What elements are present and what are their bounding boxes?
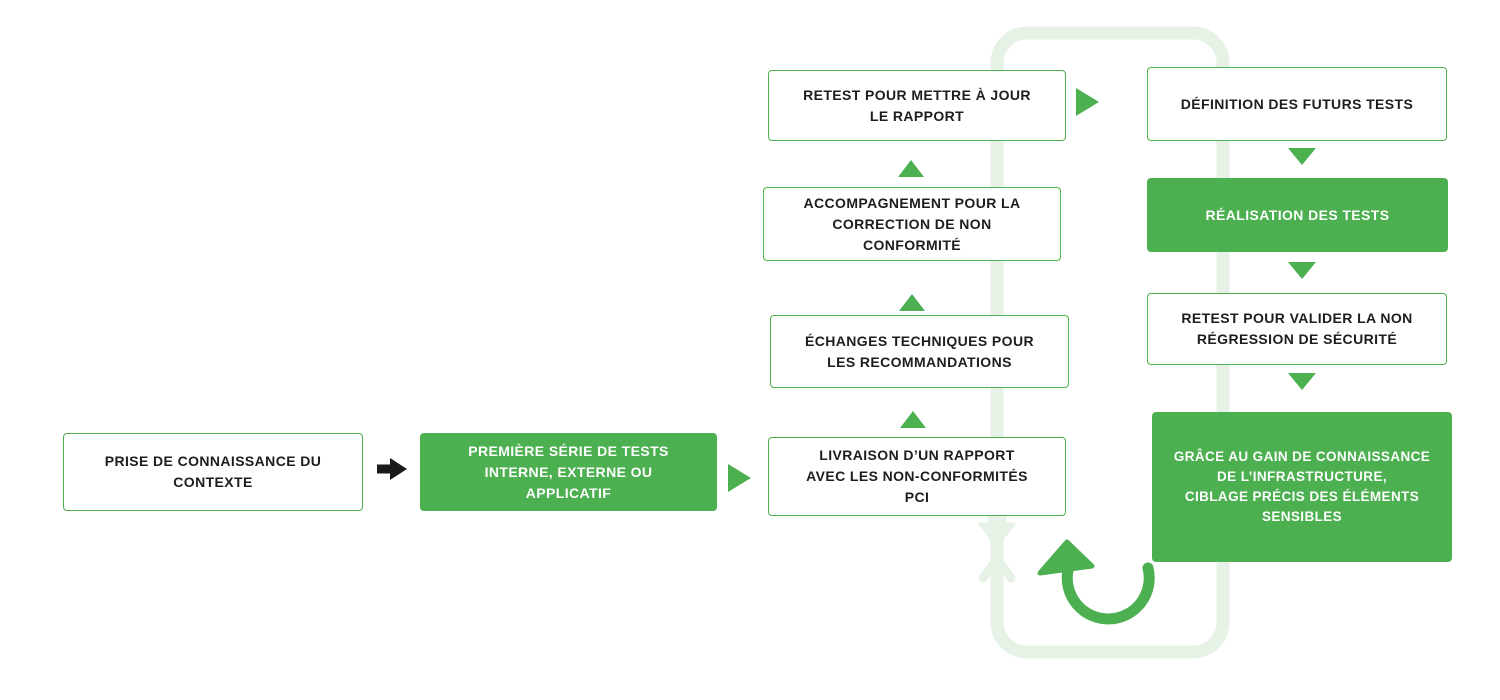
triangle-right-icon bbox=[1076, 88, 1099, 116]
triangle-down-icon bbox=[1288, 148, 1316, 165]
curved-refresh-arrow-icon bbox=[1061, 562, 1155, 625]
triangle-up-icon bbox=[900, 411, 926, 428]
faint-down-arrow-icon bbox=[978, 514, 1016, 548]
triangle-down-icon bbox=[1288, 373, 1316, 390]
node-livraison-rapport: LIVRAISON D’UN RAPPORT AVEC LES NON-CONF… bbox=[768, 437, 1066, 516]
triangle-down-icon bbox=[1288, 262, 1316, 279]
triangle-up-icon bbox=[899, 294, 925, 311]
faint-up-arrow-icon bbox=[978, 554, 1016, 619]
triangle-right-icon bbox=[728, 464, 751, 492]
curved-refresh-arrowhead-icon bbox=[1037, 539, 1095, 576]
node-accompagnement-correction: ACCOMPAGNEMENT POUR LA CORRECTION DE NON… bbox=[763, 187, 1061, 261]
black-arrow-right-icon bbox=[377, 458, 407, 480]
node-prise-de-connaissance: PRISE DE CONNAISSANCE DU CONTEXTE bbox=[63, 433, 363, 511]
triangle-up-icon bbox=[898, 160, 924, 177]
node-retest-valider-non-regression: RETEST POUR VALIDER LA NON RÉGRESSION DE… bbox=[1147, 293, 1447, 365]
node-ciblage-elements-sensibles: GRÂCE AU GAIN DE CONNAISSANCE DE L’INFRA… bbox=[1152, 412, 1452, 562]
node-retest-mettre-a-jour: RETEST POUR METTRE À JOUR LE RAPPORT bbox=[768, 70, 1066, 141]
node-realisation-des-tests: RÉALISATION DES TESTS bbox=[1147, 178, 1448, 252]
node-premiere-serie-de-tests: PREMIÈRE SÉRIE DE TESTS INTERNE, EXTERNE… bbox=[420, 433, 717, 511]
node-definition-futurs-tests: DÉFINITION DES FUTURS TESTS bbox=[1147, 67, 1447, 141]
node-echanges-techniques: ÉCHANGES TECHNIQUES POUR LES RECOMMANDAT… bbox=[770, 315, 1069, 388]
